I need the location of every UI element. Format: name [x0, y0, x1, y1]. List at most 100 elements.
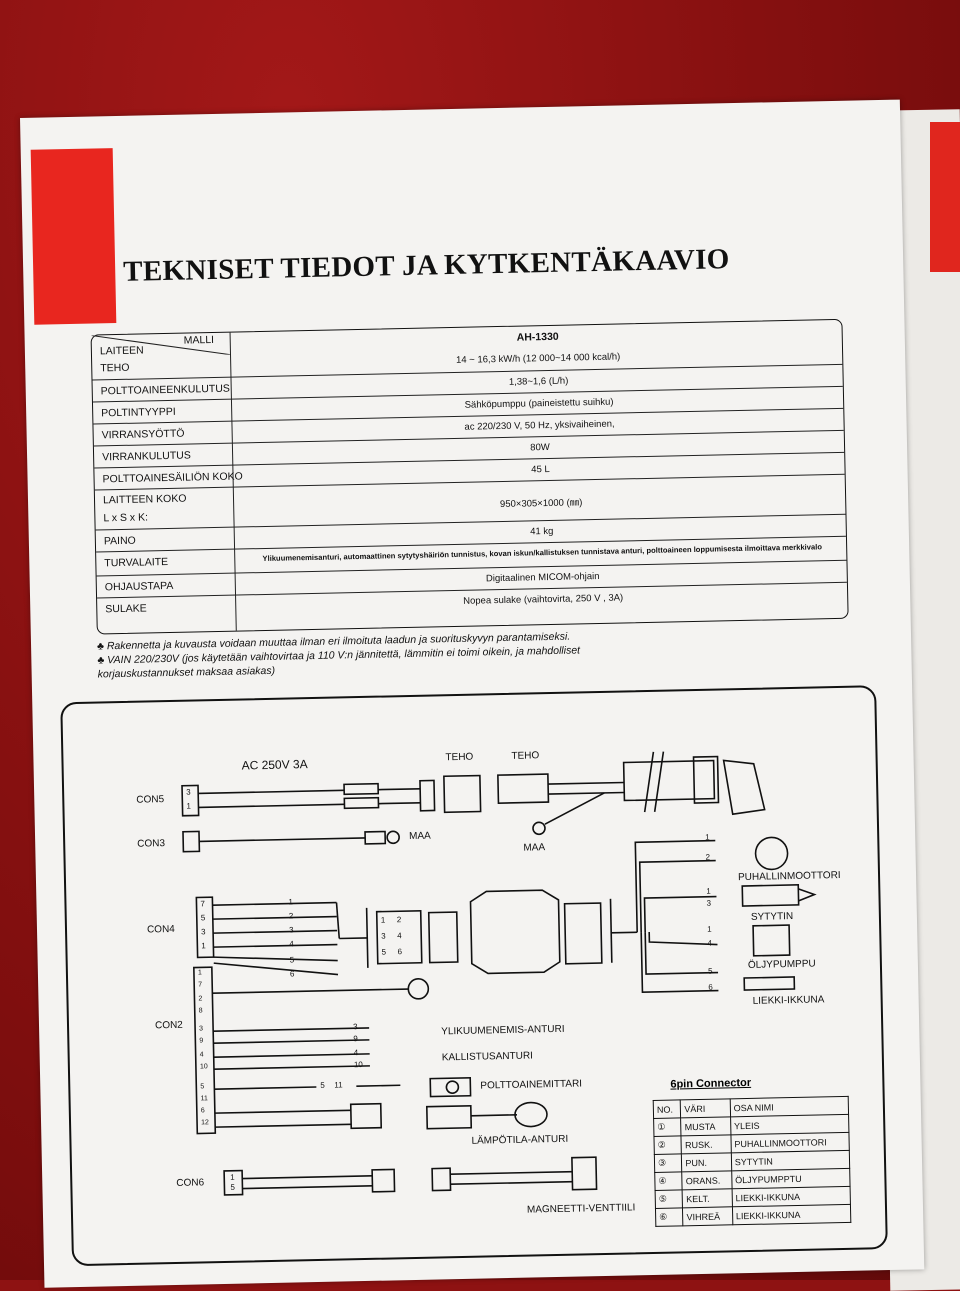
wire-number: 3 [288, 925, 294, 935]
con2-pin: 11 [200, 1095, 208, 1103]
plug-pin: 5 [381, 947, 387, 957]
manual-page: TEKNISET TIEDOT JA KYTKENTÄKAAVIO LAITEE… [20, 99, 925, 1288]
table-cell: ④ [654, 1171, 683, 1191]
plug-pin: 6 [397, 947, 403, 957]
sensor-pin: 5 [320, 1080, 325, 1090]
header-diagonal [91, 335, 231, 356]
wire-number: 1 [288, 897, 294, 907]
wiring-lines [181, 751, 817, 1196]
wiring-diagram: AC 250V 3A TEHO TEHO MAA MAA CON5 CON3 C… [60, 685, 888, 1267]
con4-pin: 5 [200, 913, 206, 923]
spec-label: VIRRANKULUTUS [101, 449, 191, 464]
spec-label: TURVALAITE [104, 555, 169, 570]
plug-pin: 1 [380, 915, 386, 925]
spec-label: POLTTOAINEENKULUTUS [100, 382, 230, 398]
table-header: VÄRI [680, 1098, 731, 1118]
con4-pin: 3 [200, 927, 206, 937]
maa-label-1: MAA [409, 830, 431, 843]
sensor-pin: 11 [334, 1080, 343, 1090]
teho-label-1: TEHO [445, 751, 474, 764]
con2-pin: 4 [199, 1051, 204, 1059]
header-model-label: MALLI [183, 333, 215, 347]
motor-pin: 1 [705, 832, 710, 842]
table-cell: ⑥ [655, 1207, 684, 1227]
table-cell: ① [653, 1117, 682, 1137]
spec-label: OHJAUSTAPA [104, 579, 174, 594]
table-cell: PUN. [681, 1152, 732, 1172]
con6-pin: 5 [230, 1182, 235, 1192]
motor-pin: 2 [705, 852, 711, 862]
pin-table: NO. VÄRI OSA NIMI ① MUSTA YLEIS ② RUSK. … [653, 1096, 852, 1227]
liekki-label: LIEKKI-IKKUNA [752, 994, 825, 1007]
wire-number: 4 [289, 939, 294, 949]
table-cell: ⑤ [655, 1189, 683, 1209]
wire-number: 6 [289, 969, 295, 979]
second-page-red-tab [930, 122, 960, 272]
spec-label: TEHO [100, 361, 130, 375]
table-cell: RUSK. [681, 1134, 732, 1154]
wire-number: 2 [288, 911, 294, 921]
pin-table-title: 6pin Connector [670, 1076, 752, 1091]
con2-pin: 5 [200, 1083, 205, 1091]
con2-pin: 10 [199, 1063, 208, 1071]
sensor-pin: 9 [353, 1034, 358, 1044]
spec-notes: ♣ Rakennetta ja kuvausta voidaan muuttaa… [97, 629, 581, 681]
spec-label: PAINO [103, 534, 136, 548]
table-cell: ② [653, 1135, 682, 1155]
con2-pin: 1 [197, 969, 202, 977]
table-cell: MUSTA [680, 1116, 731, 1136]
motor-pin: 5 [707, 966, 713, 976]
con2-pin: 9 [199, 1037, 204, 1045]
spec-label: VIRRANSYÖTTÖ [101, 427, 185, 442]
lampotila-label: LÄMPÖTILA-ANTURI [471, 1133, 569, 1147]
header-device-label: LAITEEN [99, 344, 144, 358]
con6-pin: 1 [230, 1172, 235, 1182]
motor-pin: 6 [708, 982, 713, 992]
spec-label: SULAKE [105, 602, 147, 616]
con4-label: CON4 [146, 923, 175, 936]
motor-pin: 3 [706, 898, 712, 908]
motor-pin: 1 [706, 886, 711, 896]
sensor-pin: 3 [353, 1022, 358, 1032]
motor-pin: 1 [707, 924, 712, 934]
maa-label-2: MAA [523, 842, 546, 854]
page-title: TEKNISET TIEDOT JA KYTKENTÄKAAVIO [122, 243, 730, 288]
spec-label: POLTINTYYPPI [101, 405, 176, 420]
sensor-pin: 4 [353, 1048, 359, 1058]
table-header: NO. [653, 1099, 681, 1119]
con2-pin: 8 [198, 1007, 203, 1015]
polttoainemittari-label: POLTTOAINEMITTARI [480, 1078, 583, 1092]
con4-pin: 7 [200, 899, 206, 909]
kallistus-label: KALLISTUSANTURI [441, 1050, 534, 1064]
table-cell: ORANS. [682, 1170, 732, 1190]
sensor-pin: 10 [353, 1060, 363, 1070]
table-cell: VIHREÄ [682, 1206, 733, 1226]
con2-pin: 12 [201, 1119, 209, 1127]
oljypumppu-label: ÖLJYPUMPPU [747, 958, 816, 971]
spec-label-sub: L x S x K: [103, 511, 149, 525]
teho-label-2: TEHO [511, 750, 540, 762]
table-row: ⑥ VIHREÄ LIEKKI-IKKUNA [655, 1204, 851, 1227]
table-cell: KELT. [682, 1188, 733, 1208]
table-cell: ③ [654, 1153, 683, 1173]
motor-pin: 4 [707, 938, 712, 948]
con5-label: CON5 [136, 794, 165, 806]
magneetti-label: MAGNEETTI-VENTTIILI [526, 1202, 636, 1216]
wire-number: 5 [289, 955, 295, 965]
con2-label: CON2 [154, 1019, 183, 1032]
plug-pin: 4 [397, 931, 402, 941]
con5-pin: 3 [186, 787, 191, 797]
spec-value: 950×305×1000 (㎜) [499, 497, 583, 511]
ac-label: AC 250V 3A [241, 757, 308, 773]
table-cell: LIEKKI-IKKUNA [732, 1204, 851, 1225]
con5-pin: 1 [186, 801, 191, 811]
puhallin-label: PUHALLINMOOTTORI [737, 869, 841, 884]
spec-label: POLTTOAINESÄILIÖN KOKO [102, 470, 243, 486]
plug-pin: 3 [381, 931, 386, 941]
con3-label: CON3 [137, 838, 166, 850]
con2-pin: 7 [198, 981, 203, 989]
spec-label: LAITTEEN KOKO [102, 492, 187, 507]
con6-label: CON6 [176, 1177, 205, 1189]
sytytin-label: SYTYTIN [750, 910, 794, 923]
